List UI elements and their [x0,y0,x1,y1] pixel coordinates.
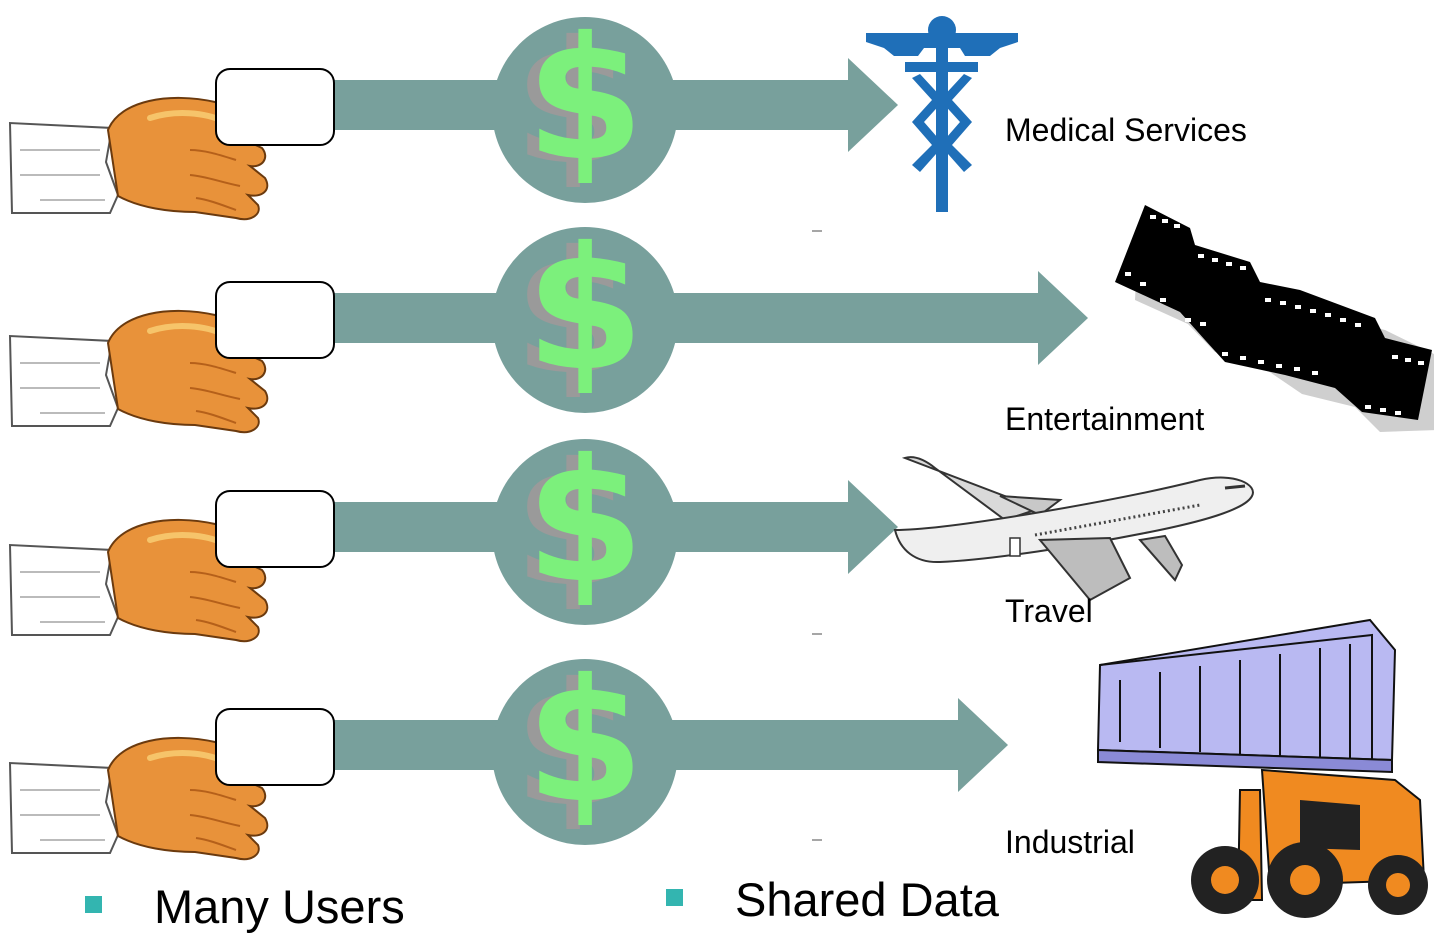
flow-row-industrial [10,643,1008,859]
destination-label-medical: Medical Services [1005,112,1247,148]
flow-row-travel [10,423,898,641]
flow-row-entertainment [10,211,1088,432]
bullet-text: Many Users [154,880,405,933]
destination-label-travel: Travel [1005,593,1093,629]
bullet-text: Shared Data [735,873,999,926]
film-strip-icon [1115,205,1434,432]
blank-card-icon [215,490,335,568]
dollar-coin-icon [492,1,678,203]
flow-row-medical [10,1,898,219]
dollar-coin-icon [492,211,678,413]
dollar-coin-icon [492,643,678,845]
forklift-container-icon [1096,618,1428,918]
destination-label-entertainment: Entertainment [1005,401,1205,437]
caduceus-icon [866,16,1018,212]
bullet-square-icon [85,896,102,914]
blank-card-icon [215,68,335,146]
destination-label-industrial: Industrial [1005,824,1135,860]
bullet-many-users: Many Users [85,883,405,930]
airplane-icon [893,456,1254,602]
blank-card-icon [215,281,335,359]
bullet-shared-data: Shared Data [666,876,999,923]
bullet-square-icon [666,889,683,907]
blank-card-icon [215,708,335,786]
dollar-coin-icon [492,423,678,625]
